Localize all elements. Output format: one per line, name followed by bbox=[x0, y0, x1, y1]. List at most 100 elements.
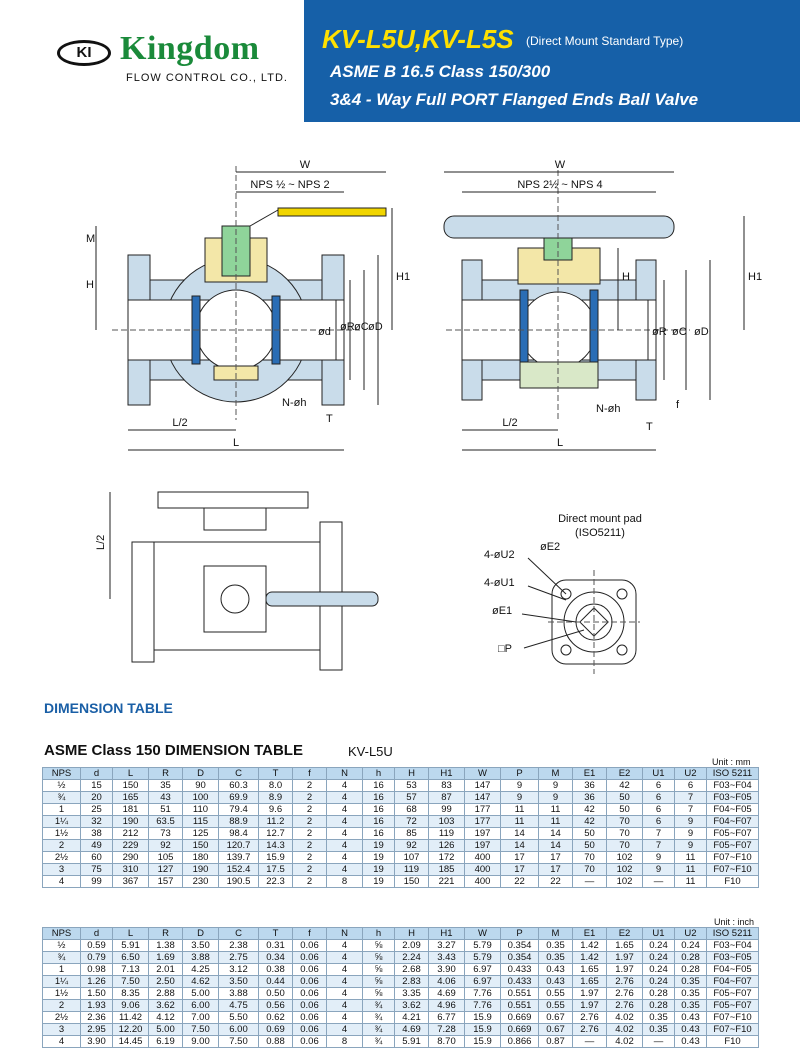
table-cell: 3.62 bbox=[148, 999, 183, 1012]
table-cell: 70 bbox=[572, 851, 607, 864]
table-cell: ⅝ bbox=[362, 963, 395, 976]
table-cell: 9 bbox=[674, 827, 707, 840]
table-cell: 49 bbox=[80, 839, 113, 852]
table-cell: 197 bbox=[464, 827, 501, 840]
unit-inch: Unit : inch bbox=[714, 917, 755, 927]
table-cell: 105 bbox=[148, 851, 183, 864]
table-cell: 2 bbox=[292, 803, 327, 816]
table-cell: 126 bbox=[428, 839, 465, 852]
header-cell: N bbox=[326, 767, 363, 780]
table-cell: 2 bbox=[292, 827, 327, 840]
table-cell: 2.68 bbox=[394, 963, 429, 976]
table-cell: 172 bbox=[428, 851, 465, 864]
table-cell: 150 bbox=[112, 779, 149, 792]
header-cell: P bbox=[500, 767, 539, 780]
table-cell: 2 bbox=[292, 863, 327, 876]
table-cell: 6.19 bbox=[148, 1035, 183, 1048]
table-cell: — bbox=[642, 1035, 675, 1048]
dim-label-l-large: L bbox=[557, 437, 563, 449]
table-cell: 102 bbox=[606, 875, 643, 888]
table-cell: 19 bbox=[362, 851, 395, 864]
dim-label-h1-large: H1 bbox=[748, 271, 762, 283]
table-cell: 2.75 bbox=[218, 951, 259, 964]
table-cell: ¾ bbox=[362, 1011, 395, 1024]
table-cell: 0.669 bbox=[500, 1011, 539, 1024]
table-cell: 63.5 bbox=[148, 815, 183, 828]
spec-standard: ASME B 16.5 Class 150/300 bbox=[330, 62, 551, 81]
table-cell: F05~F07 bbox=[706, 987, 759, 1000]
header-cell: D bbox=[182, 927, 219, 940]
table-cell: 4 bbox=[326, 975, 363, 988]
table-cell: 19 bbox=[362, 875, 395, 888]
table-cell: 3.88 bbox=[218, 987, 259, 1000]
dim-label-h-large: H bbox=[622, 271, 630, 283]
table-cell: 4 bbox=[326, 827, 363, 840]
pad-standard: (ISO5211) bbox=[575, 527, 625, 539]
table-cell: 2.76 bbox=[606, 987, 643, 1000]
header-cell: h bbox=[362, 927, 395, 940]
table-cell: 0.24 bbox=[642, 975, 675, 988]
table-cell: 42 bbox=[606, 779, 643, 792]
table-cell: F03~F04 bbox=[706, 779, 759, 792]
pad-label-u1: 4-øU1 bbox=[484, 577, 515, 589]
table-cell: 9 bbox=[538, 779, 573, 792]
table-cell: ½ bbox=[42, 779, 81, 792]
valve-top-view bbox=[109, 491, 379, 671]
table-cell: 79.4 bbox=[218, 803, 259, 816]
dim-label-w-small: W bbox=[300, 159, 311, 171]
table-cell: 127 bbox=[148, 863, 183, 876]
table-cell: 7 bbox=[674, 791, 707, 804]
table-cell: 57 bbox=[394, 791, 429, 804]
table-cell: 19 bbox=[362, 863, 395, 876]
table-cell: 107 bbox=[394, 851, 429, 864]
table-cell: 50 bbox=[606, 803, 643, 816]
table-cell: 1.65 bbox=[572, 975, 607, 988]
table-cell: 2.36 bbox=[80, 1011, 113, 1024]
table-cell: ⅝ bbox=[362, 975, 395, 988]
table-cell: 9.00 bbox=[182, 1035, 219, 1048]
table-cell: 0.35 bbox=[538, 951, 573, 964]
table-cell: 119 bbox=[428, 827, 465, 840]
dim-label-c: øC bbox=[354, 321, 369, 333]
table-cell: 0.35 bbox=[642, 1023, 675, 1036]
header-cell: L bbox=[112, 767, 149, 780]
table-cell: 4.06 bbox=[428, 975, 465, 988]
mount-pad-view bbox=[521, 557, 640, 674]
table-cell: 5.91 bbox=[394, 1035, 429, 1048]
table-cell: 0.354 bbox=[500, 951, 539, 964]
table-cell: 1½ bbox=[42, 827, 81, 840]
header-cell: D bbox=[182, 767, 219, 780]
table-cell: 0.44 bbox=[258, 975, 293, 988]
table-cell: 152.4 bbox=[218, 863, 259, 876]
dim-label-t: T bbox=[326, 413, 333, 425]
table-cell: 7.28 bbox=[428, 1023, 465, 1036]
table-cell: 4 bbox=[42, 875, 81, 888]
size-range-large: NPS 2½ ~ NPS 4 bbox=[517, 179, 602, 191]
header-cell: C bbox=[218, 927, 259, 940]
table-cell: 0.35 bbox=[538, 939, 573, 952]
table-cell: 38 bbox=[80, 827, 113, 840]
table-cell: 35 bbox=[148, 779, 183, 792]
table-cell: 3.27 bbox=[428, 939, 465, 952]
table-cell: 0.669 bbox=[500, 1023, 539, 1036]
table-cell: 8 bbox=[326, 875, 363, 888]
table-cell: ¾ bbox=[42, 951, 81, 964]
header-cell: E1 bbox=[572, 927, 607, 940]
table-cell: 3.12 bbox=[218, 963, 259, 976]
header-cell: f bbox=[292, 927, 327, 940]
table-cell: 8.35 bbox=[112, 987, 149, 1000]
table-cell: 11 bbox=[538, 815, 573, 828]
header-cell: N bbox=[326, 927, 363, 940]
table-cell: 5.91 bbox=[112, 939, 149, 952]
table-cell: 0.28 bbox=[642, 987, 675, 1000]
table-cell: 0.28 bbox=[642, 999, 675, 1012]
pad-label-u2: 4-øU2 bbox=[484, 549, 515, 561]
table-cell: 36 bbox=[572, 791, 607, 804]
table-cell: 70 bbox=[606, 815, 643, 828]
table-cell: 180 bbox=[182, 851, 219, 864]
table-cell: 1 bbox=[42, 803, 81, 816]
